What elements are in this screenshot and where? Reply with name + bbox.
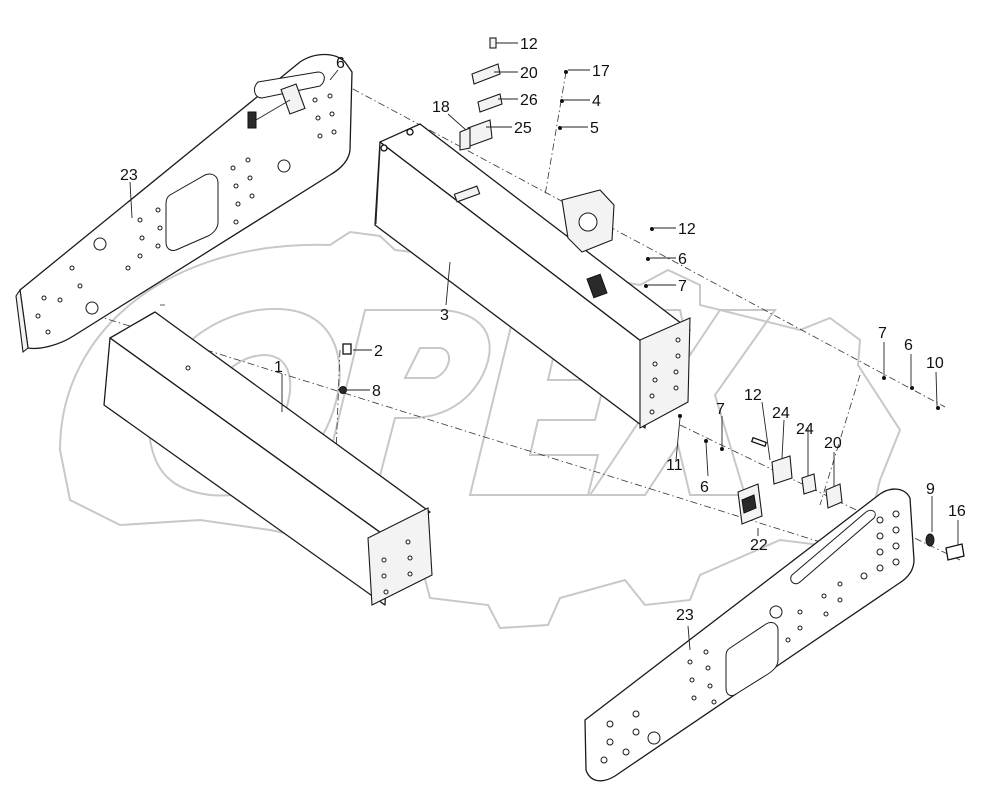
part-22-latch-body — [741, 494, 757, 514]
part-9-washer — [925, 533, 935, 547]
left-plate-edge — [15, 288, 29, 354]
callout-3: 3 — [440, 307, 449, 324]
part-25-bracket — [467, 119, 493, 147]
callout-12-mid: 12 — [678, 221, 696, 238]
beam-3-front — [374, 141, 651, 429]
right-hardware — [737, 436, 843, 525]
axis-right-bracket — [679, 424, 961, 561]
callout-7-mid: 7 — [678, 278, 687, 295]
beam-3-stud-a — [406, 128, 414, 136]
callout-12-top: 12 — [520, 36, 538, 53]
pins-2-8 — [339, 343, 352, 394]
callout-20-low: 20 — [824, 435, 842, 452]
part-24-block-a — [771, 455, 793, 485]
beam-3-bracket-hole — [578, 212, 598, 232]
beam-3-tab — [453, 185, 481, 203]
part-1-lower-beam — [103, 311, 433, 606]
left-plate-latch — [247, 83, 306, 129]
callout-25: 25 — [514, 120, 532, 137]
callout-5: 5 — [590, 120, 599, 137]
callout-labels: 12 20 26 25 18 17 4 5 6 23 3 12 6 7 1 2 … — [120, 36, 966, 624]
callout-11: 11 — [666, 457, 683, 474]
part-2-pin — [342, 343, 352, 355]
part-23-left-side-plate — [15, 53, 353, 354]
callout-6-right: 6 — [904, 337, 913, 354]
left-plate-slot — [254, 71, 325, 99]
axis-upper — [339, 81, 946, 408]
watermark-letter-p — [318, 309, 491, 496]
callout-24-a: 24 — [772, 405, 790, 422]
callout-23-right: 23 — [676, 607, 694, 624]
part-23-right-side-plate — [584, 488, 915, 782]
part-20-top-plate — [471, 63, 501, 85]
axis-vertical-right — [819, 374, 861, 506]
part-20-lower-plate — [825, 483, 843, 509]
beam-1-hole — [185, 365, 191, 371]
part-18-clip — [459, 127, 471, 151]
callout-7-right: 7 — [878, 325, 887, 342]
left-plate-window — [165, 173, 219, 251]
bolt-16-washer-9 — [925, 520, 965, 561]
part-26-shim — [477, 93, 503, 113]
callout-8: 8 — [372, 383, 381, 400]
left-plate-holes — [35, 93, 337, 335]
part-12-lower-screw — [750, 436, 768, 448]
callout-22: 22 — [750, 537, 768, 554]
right-plate-window — [725, 621, 779, 697]
callout-6-left: 6 — [336, 55, 345, 72]
callout-1: 1 — [274, 359, 283, 376]
callout-6-mid: 6 — [678, 251, 687, 268]
callout-10: 10 — [926, 355, 944, 372]
callout-9: 9 — [926, 481, 935, 498]
callout-20-top: 20 — [520, 65, 538, 82]
part-24-block-b — [801, 473, 817, 495]
callout-6-low: 6 — [700, 479, 709, 496]
part-3-cross-beam — [374, 123, 691, 429]
callout-12-low: 12 — [744, 387, 762, 404]
upper-hardware — [459, 37, 503, 151]
beam-3-end-plate — [639, 317, 691, 429]
callout-24-b: 24 — [796, 421, 814, 438]
leader-lines — [129, 42, 940, 651]
beam-3-left-edge — [375, 149, 381, 225]
callout-17: 17 — [592, 63, 610, 80]
callout-2: 2 — [374, 343, 383, 360]
axis-pin-17 — [544, 71, 567, 196]
part-16-bolt-head — [945, 543, 965, 561]
beam-1-end-holes — [381, 539, 413, 595]
beam-3-stud-b — [380, 144, 388, 152]
right-plate-holes — [600, 510, 900, 764]
callout-18: 18 — [432, 99, 450, 116]
callout-26: 26 — [520, 92, 538, 109]
callout-16: 16 — [948, 503, 966, 520]
beam-3-latch — [586, 273, 608, 299]
part-12-top-screw — [489, 37, 497, 49]
beam-1-front — [103, 337, 389, 606]
callout-7-low: 7 — [716, 401, 725, 418]
beam-1-end-plate — [367, 507, 433, 606]
part-8-washer — [339, 386, 347, 394]
callout-4: 4 — [592, 93, 601, 110]
beam-3-end-holes — [649, 337, 681, 415]
right-plate-slot — [790, 509, 876, 585]
callout-23-left: 23 — [120, 167, 138, 184]
